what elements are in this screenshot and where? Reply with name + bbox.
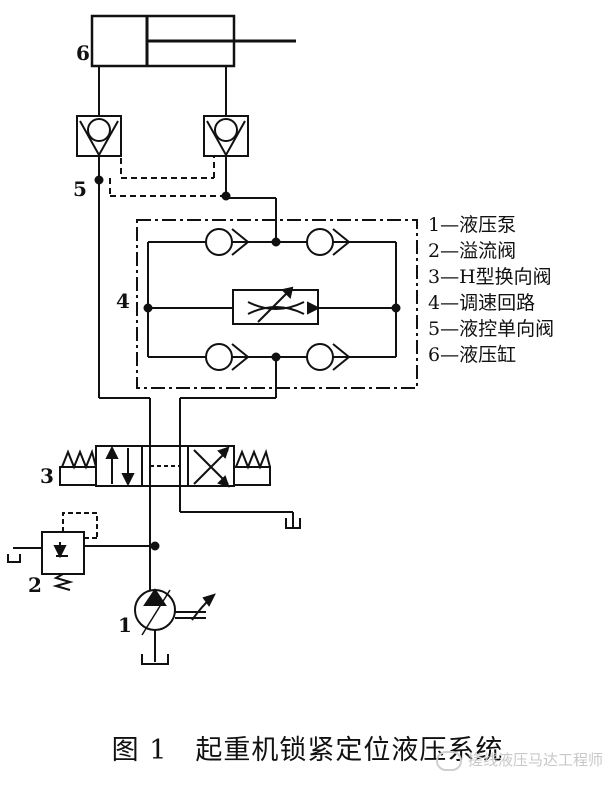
speed-control-circuit xyxy=(143,228,401,371)
label-cylinder: 6 xyxy=(76,41,90,65)
pilot-check-valve-left xyxy=(76,115,122,158)
label-pump: 1 xyxy=(118,613,132,637)
legend-item: 6—液压缸 xyxy=(428,344,517,366)
legend-item: 1—液压泵 xyxy=(428,214,517,236)
legend: 1—液压泵 2—溢流阀 3—H型换向阀 4—调速回路 5—液控单向阀 6—液压缸 xyxy=(428,212,613,368)
legend-item: 5—液控单向阀 xyxy=(428,318,555,340)
legend-item: 3—H型换向阀 xyxy=(428,266,552,288)
legend-item: 4—调速回路 xyxy=(428,292,536,314)
label-circuit: 4 xyxy=(116,289,130,313)
wechat-icon xyxy=(435,750,462,771)
watermark-text: 搓线液压马达工程师 xyxy=(467,751,603,769)
relief-valve xyxy=(7,512,98,591)
watermark: 搓线液压马达工程师 xyxy=(435,749,603,771)
label-valve: 3 xyxy=(40,464,54,488)
pilot-lines xyxy=(109,148,226,197)
variable-pump xyxy=(134,588,216,665)
label-relief: 2 xyxy=(28,573,42,597)
legend-item: 2—溢流阀 xyxy=(428,240,517,262)
tank-symbol xyxy=(285,518,301,529)
label-checks: 5 xyxy=(73,177,87,201)
hydraulic-cylinder xyxy=(90,14,296,68)
h-type-directional-valve xyxy=(59,445,271,488)
pilot-check-valve-right xyxy=(203,115,249,158)
